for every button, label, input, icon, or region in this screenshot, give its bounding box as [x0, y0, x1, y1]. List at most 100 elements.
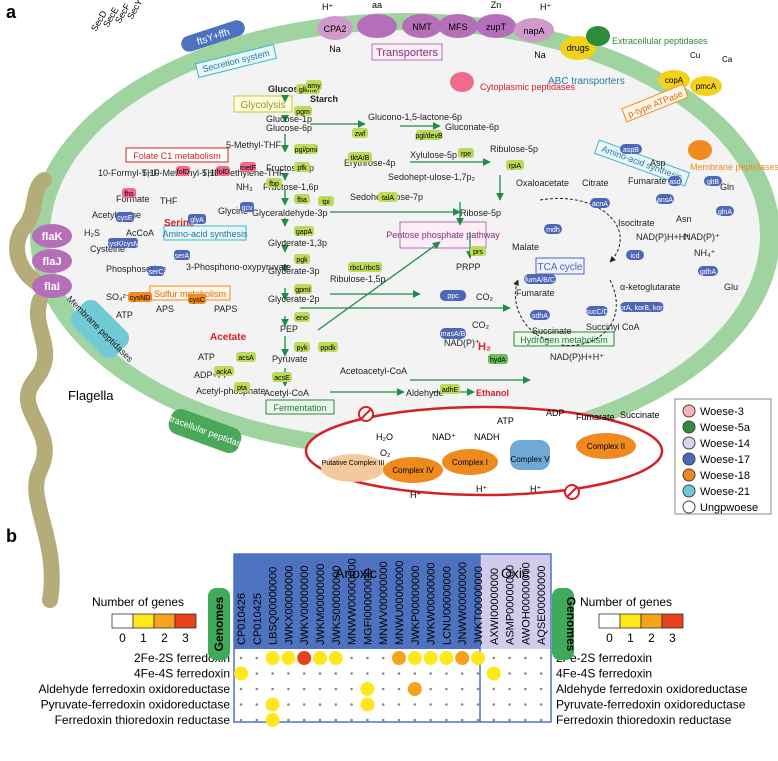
heat-cell: [486, 666, 501, 681]
gene-gpml: gpmI: [295, 287, 311, 294]
tca-label: TCA cycle: [537, 262, 582, 273]
genome-label: JWKV00000000: [299, 566, 311, 646]
phosphoserine: Phosphoserine: [106, 264, 166, 274]
gene-sdha: sdhA: [532, 313, 548, 320]
genomes-label-right: Genomes: [564, 597, 578, 652]
heat-cell: [265, 651, 280, 665]
heat-cell-empty: [476, 703, 480, 706]
nadp-aa: NAD(P)⁺: [684, 232, 720, 242]
row-label-left: Ferredoxin thioredoxin reductase: [55, 713, 231, 727]
heat-cell-empty: [539, 672, 543, 675]
glucose-1p: Glucose-1p: [266, 114, 312, 124]
heat-cell: [297, 651, 312, 665]
heat-cell-empty: [381, 672, 385, 675]
heat-cell-empty: [508, 703, 511, 706]
scale-tick: 1: [627, 631, 634, 645]
h2s: H₂S: [84, 228, 100, 238]
gene-kora: korA, korB, korD: [616, 305, 667, 312]
gene-pills-green: hydA acsE acsA ackA pta adhE folD folD f…: [106, 80, 508, 394]
etc-h-3: H⁺: [530, 484, 541, 494]
etc-succinate: Succinate: [620, 410, 660, 420]
heat-cell-empty: [429, 703, 432, 706]
citrate: Citrate: [582, 178, 609, 188]
gln: Gln: [720, 182, 734, 192]
gene-zwf: zwf: [355, 131, 366, 138]
acetyl-phosphate: Acetyl-phosphate: [196, 386, 266, 396]
heat-cell-empty: [413, 703, 417, 706]
complex-4: Complex IV: [392, 466, 434, 475]
flai-label: flaI: [44, 281, 60, 293]
legend-swatch: [682, 436, 696, 450]
legend-swatch: [682, 420, 696, 434]
gene-succ: sucC/D: [586, 309, 609, 316]
row-label-left: Aldehyde ferredoxin oxidoreductase: [39, 682, 231, 696]
panel-a-label: a: [6, 2, 17, 22]
nh4: NH₄⁺: [694, 248, 716, 258]
succinyl-coa: Succinyl CoA: [586, 322, 640, 332]
ribulose-15p: Ribulose-1,5p: [330, 274, 386, 284]
heat-cell-empty: [524, 703, 527, 706]
etc-h-2: H⁺: [476, 484, 487, 494]
atp-left: ATP: [116, 310, 133, 320]
heat-cell-empty: [302, 718, 306, 722]
scale-tick: 0: [119, 631, 126, 645]
gene-gcv: gcv: [242, 205, 253, 212]
aldehyde: Aldehyde: [406, 388, 444, 398]
heat-cell: [471, 651, 485, 665]
heat-cell-empty: [334, 672, 338, 675]
gene-asd: asd: [669, 179, 680, 186]
panel-b-label: b: [6, 526, 17, 546]
cpa2-label: CPA2: [324, 24, 347, 34]
glu: Glu: [724, 282, 738, 292]
paps: PAPS: [214, 304, 237, 314]
heat-cell-empty: [539, 656, 543, 660]
heat-cell-empty: [508, 672, 511, 675]
genome-label: JWKT00000000: [473, 566, 485, 645]
heat-cell-empty: [524, 672, 527, 675]
na-right-label: Na: [534, 50, 546, 60]
heat-cell-empty: [334, 687, 338, 691]
gene-acsa: acsA: [238, 355, 254, 362]
gene-eno: eno: [296, 315, 308, 322]
glycine: Glycine: [218, 206, 248, 216]
gene-fba: fba: [297, 197, 307, 204]
legend-label: Ungpwoese: [700, 502, 758, 514]
electron-transport-chain: Putative Complex III Complex IV Complex …: [304, 405, 664, 500]
heat-cell-empty: [255, 703, 259, 706]
genomes-label-left: Genomes: [212, 596, 226, 651]
flagella-genes: flaK flaJ flaI: [32, 224, 72, 298]
etc-h-1: H⁺: [410, 490, 421, 500]
gene-amy: amy: [307, 83, 321, 90]
heat-cell-empty: [318, 703, 322, 706]
heat-cell-empty: [492, 703, 496, 706]
napa-label: napA: [523, 26, 544, 36]
heat-cell: [360, 682, 375, 696]
starch: Starch: [310, 94, 338, 104]
heat-cell-empty: [366, 718, 369, 722]
legend-label: Woese-17: [700, 454, 750, 466]
flak-label: flaK: [42, 231, 63, 243]
h-right-label: H⁺: [540, 2, 551, 12]
erythrose-4p: Erythrose-4p: [344, 158, 396, 168]
heat-cell-empty: [381, 718, 385, 722]
gene-glya: glyA: [190, 217, 204, 224]
acetyl-coa: Acetyl-CoA: [264, 388, 309, 398]
heatmap-cells: [234, 651, 543, 727]
genome-label: JWKX00000000: [283, 566, 295, 646]
gene-gapa: gapA: [296, 229, 313, 236]
heat-cell-empty: [524, 687, 527, 691]
heat-cell-empty: [287, 687, 290, 691]
genome-label: JWKS00000000: [331, 566, 343, 646]
gene-rbcl: rbcL/rbcS: [350, 265, 380, 272]
acetate: Acetate: [210, 332, 247, 343]
fermentation-label: Fermentation: [273, 403, 326, 413]
flagellum: [9, 172, 60, 608]
fumarate-aa: Fumarate: [628, 176, 667, 186]
flaj-label: flaJ: [43, 256, 62, 268]
scale-box: [111, 613, 134, 629]
genome-label: AWOH00000000: [520, 562, 532, 645]
glycerate-2p: Glycerate-2p: [268, 294, 320, 304]
heat-cell-empty: [397, 718, 401, 722]
